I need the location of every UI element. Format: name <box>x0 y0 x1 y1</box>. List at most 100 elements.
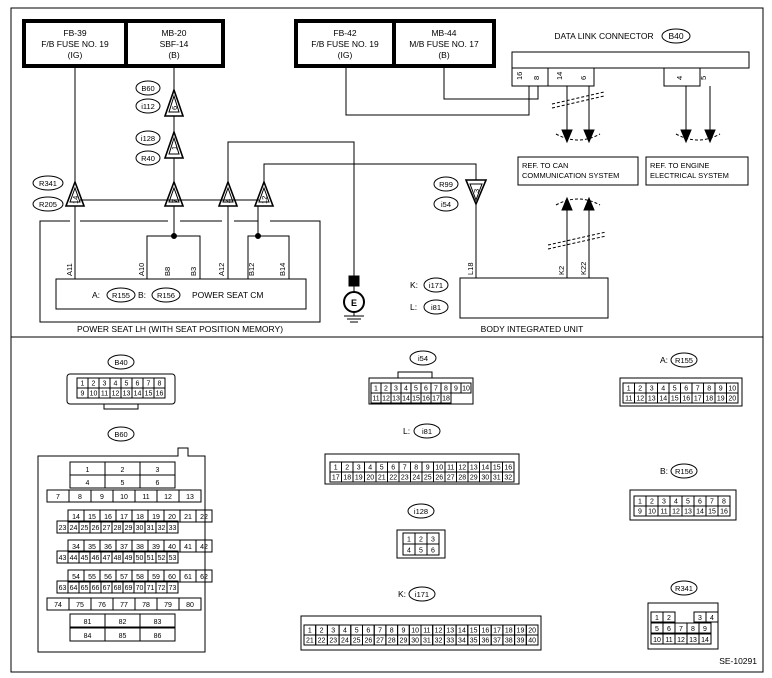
can-lines <box>551 86 605 144</box>
terminal-number: 13 <box>648 396 656 403</box>
terminal-number: 54 <box>72 574 80 581</box>
terminal-number: 30 <box>481 475 489 482</box>
terminal-number: 1 <box>308 628 312 635</box>
terminal-number: 18 <box>505 628 513 635</box>
svg-text:R205: R205 <box>39 200 57 209</box>
terminal-number: 3 <box>331 628 335 635</box>
terminal-number: 58 <box>136 574 144 581</box>
connector-view-code: i171 <box>415 590 429 599</box>
terminal-number: 52 <box>158 555 166 562</box>
svg-text:i128: i128 <box>141 134 155 143</box>
terminal-number: 40 <box>528 638 536 645</box>
terminal-number: 18 <box>705 396 713 403</box>
terminal-number: 3 <box>662 499 666 506</box>
terminal-number: 23 <box>401 475 409 482</box>
wire-mb44-dlc8 <box>443 66 539 100</box>
connector-view-code: R341 <box>675 584 693 593</box>
ref-engine-box: REF. TO ENGINE ELECTRICAL SYSTEM <box>645 156 749 186</box>
pin-arrow-3: 3 <box>464 179 488 207</box>
terminal-cell <box>662 611 676 623</box>
data-link-connector: DATA LINK CONNECTOR B40 16 8 14 6 4 5 <box>511 28 750 87</box>
terminal-number: 82 <box>119 619 127 626</box>
terminal-number: 13 <box>470 465 478 472</box>
terminal-number: 15 <box>470 628 478 635</box>
svg-text:B40: B40 <box>668 31 683 41</box>
connector-view-prefix: L: <box>403 426 410 436</box>
terminal-number: 19 <box>717 396 725 403</box>
terminal-number: 60 <box>168 574 176 581</box>
terminal-number: 31 <box>423 638 431 645</box>
svg-text:F/B FUSE NO. 19: F/B FUSE NO. 19 <box>41 39 109 49</box>
connector-label-R205: R205 <box>32 196 64 212</box>
terminal-number: 23 <box>59 525 67 532</box>
terminal-number: 1 <box>81 381 85 388</box>
terminal-number: 1 <box>86 467 90 474</box>
terminal-number: 16 <box>682 396 690 403</box>
terminal-number: 4 <box>86 480 90 487</box>
terminal-number: 4 <box>407 548 411 555</box>
terminal-number: 59 <box>152 574 160 581</box>
fuse-box-mb44: MB-44 M/B FUSE NO. 17 (B) <box>392 19 496 68</box>
terminal-number: 80 <box>186 602 194 609</box>
terminal-number: 5 <box>125 381 129 388</box>
biu-can-arrows <box>547 196 607 278</box>
terminal-number: 8 <box>414 465 418 472</box>
terminal-number: 4 <box>710 615 714 622</box>
terminal-number: 38 <box>136 544 144 551</box>
svg-text:R155: R155 <box>112 291 130 300</box>
terminal-number: 13 <box>123 391 131 398</box>
terminal-number: 77 <box>120 602 128 609</box>
terminal-number: 26 <box>92 525 100 532</box>
pin-arrow-1: 1 <box>163 129 185 159</box>
terminal-number: 29 <box>470 475 478 482</box>
svg-text:(B): (B) <box>438 50 450 60</box>
terminal-number: 9 <box>426 465 430 472</box>
terminal-number: 12 <box>672 509 680 516</box>
terminal-number: 73 <box>169 585 177 592</box>
terminal-number: 5 <box>121 480 125 487</box>
terminal-number: 67 <box>103 585 111 592</box>
ref-can-box: REF. TO CAN COMMUNICATION SYSTEM <box>517 156 639 186</box>
terminal-number: 9 <box>638 509 642 516</box>
terminal-number: 26 <box>435 475 443 482</box>
terminal-number: 36 <box>481 638 489 645</box>
terminal-number: 15 <box>671 396 679 403</box>
terminal-number: 44 <box>70 555 78 562</box>
terminal-number: 2 <box>92 381 96 388</box>
terminal-number: 6 <box>684 386 688 393</box>
connector-label-R40: R40 <box>135 150 161 166</box>
terminal-number: 7 <box>403 465 407 472</box>
svg-text:i171: i171 <box>429 281 443 290</box>
terminal-cell <box>705 611 719 623</box>
terminal-cell <box>698 622 712 634</box>
terminal-number: 20 <box>168 514 176 521</box>
terminal-cell <box>139 613 176 628</box>
connector-view-code: i81 <box>422 427 432 436</box>
svg-text:REF. TO CAN: REF. TO CAN <box>522 161 568 170</box>
terminal-number: 9 <box>100 494 104 501</box>
terminal-cell <box>166 520 179 534</box>
svg-text:B60: B60 <box>141 84 154 93</box>
terminal-number: 6 <box>698 499 702 506</box>
terminal-number: 16 <box>720 509 728 516</box>
terminal-number: 3 <box>431 537 435 544</box>
terminal-cell <box>195 539 213 553</box>
terminal-number: 35 <box>470 638 478 645</box>
terminal-number: 28 <box>114 525 122 532</box>
svg-text:(IG): (IG) <box>338 50 353 60</box>
terminal-number: 18 <box>136 514 144 521</box>
terminal-number: 17 <box>432 396 440 403</box>
connector-label-i112: i112 <box>135 98 161 114</box>
terminal-number: 9 <box>81 391 85 398</box>
pin-arrow-4: 4 <box>217 179 239 207</box>
terminal-number: 34 <box>458 638 466 645</box>
terminal-number: 63 <box>59 585 67 592</box>
